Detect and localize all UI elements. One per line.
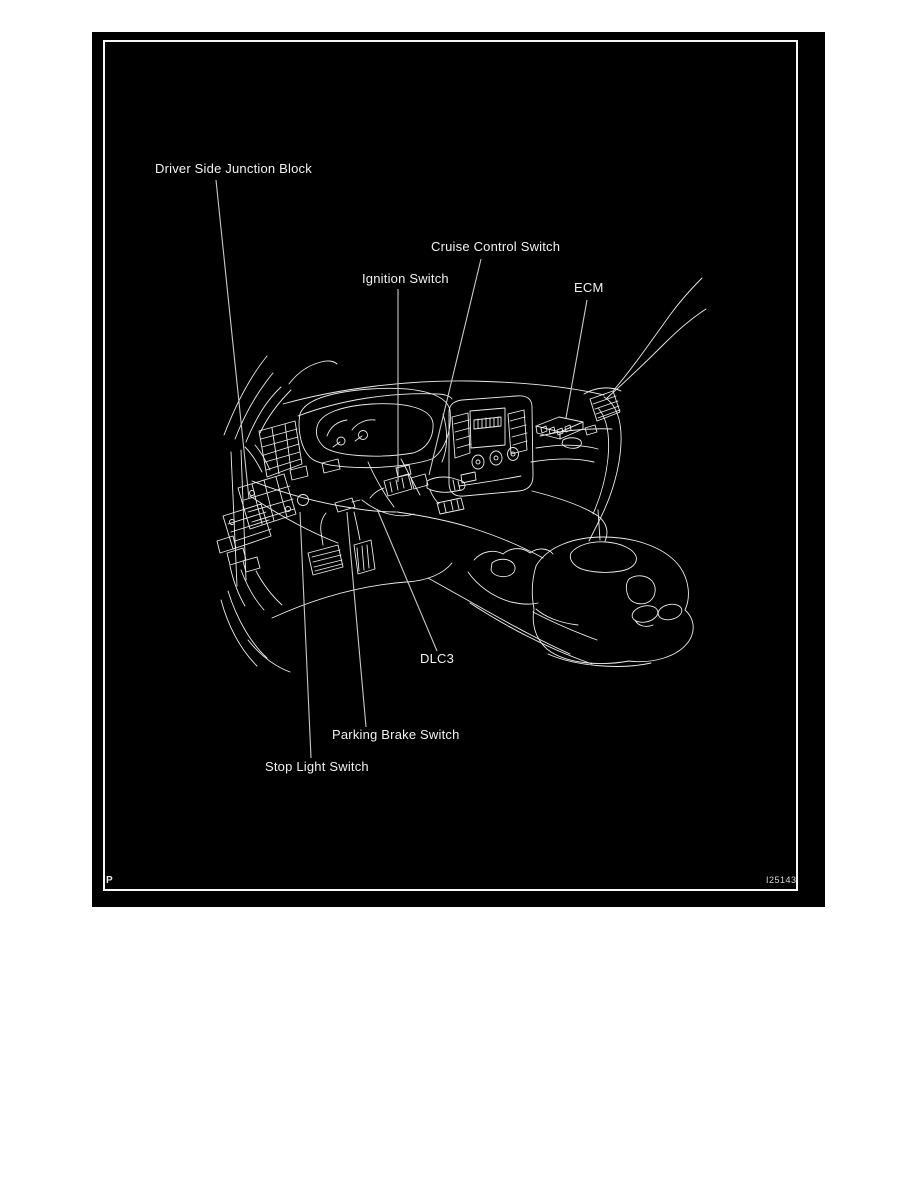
floor-lines <box>271 562 598 665</box>
dash-lower-edges <box>249 480 608 559</box>
leader-dlc3 <box>376 508 438 652</box>
callout-ignition-switch: Ignition Switch <box>362 271 449 286</box>
leader-cruise-control-switch <box>428 258 482 476</box>
figure-border-frame <box>103 40 798 891</box>
a-pillar-right-lines <box>606 277 707 399</box>
center-stack <box>448 395 534 497</box>
shifter-area <box>467 548 554 605</box>
right-vent-grille <box>583 387 622 422</box>
callout-cruise-control-switch: Cruise Control Switch <box>431 239 561 254</box>
figure-canvas <box>92 32 825 907</box>
figure-code: I25143 <box>766 875 797 885</box>
callout-ecm: ECM <box>574 280 604 295</box>
page-marker: P <box>106 875 113 886</box>
junction-block-drawing <box>216 444 297 611</box>
stop-light-switch-drawing <box>334 497 361 513</box>
callout-stop-light-switch: Stop Light Switch <box>265 759 369 774</box>
pedals-drawing <box>307 511 376 576</box>
leader-driver-side-junction-block <box>215 179 250 500</box>
instrument-cluster <box>298 387 451 469</box>
kick-panel-lines <box>220 449 291 673</box>
callout-dlc3: DLC3 <box>420 651 455 666</box>
leader-stop-light-switch <box>299 511 312 759</box>
steering-column <box>361 413 448 517</box>
leader-lines <box>215 179 588 759</box>
leader-parking-brake-switch <box>346 511 367 728</box>
cruise-control-switch-drawing <box>426 476 466 515</box>
leader-ecm <box>565 299 588 419</box>
ignition-switch-drawing <box>369 464 429 499</box>
callout-driver-side-junction-block: Driver Side Junction Block <box>155 161 312 176</box>
dash-switch-panel <box>289 458 341 506</box>
center-console-drawing <box>531 509 694 667</box>
dash-top-lines <box>282 380 605 417</box>
callout-parking-brake-switch: Parking Brake Switch <box>332 727 460 742</box>
left-vent-grille <box>258 420 303 478</box>
dash-right-end <box>530 396 622 542</box>
ecm-drawing <box>535 416 598 449</box>
a-pillar-left-lines <box>223 355 338 443</box>
